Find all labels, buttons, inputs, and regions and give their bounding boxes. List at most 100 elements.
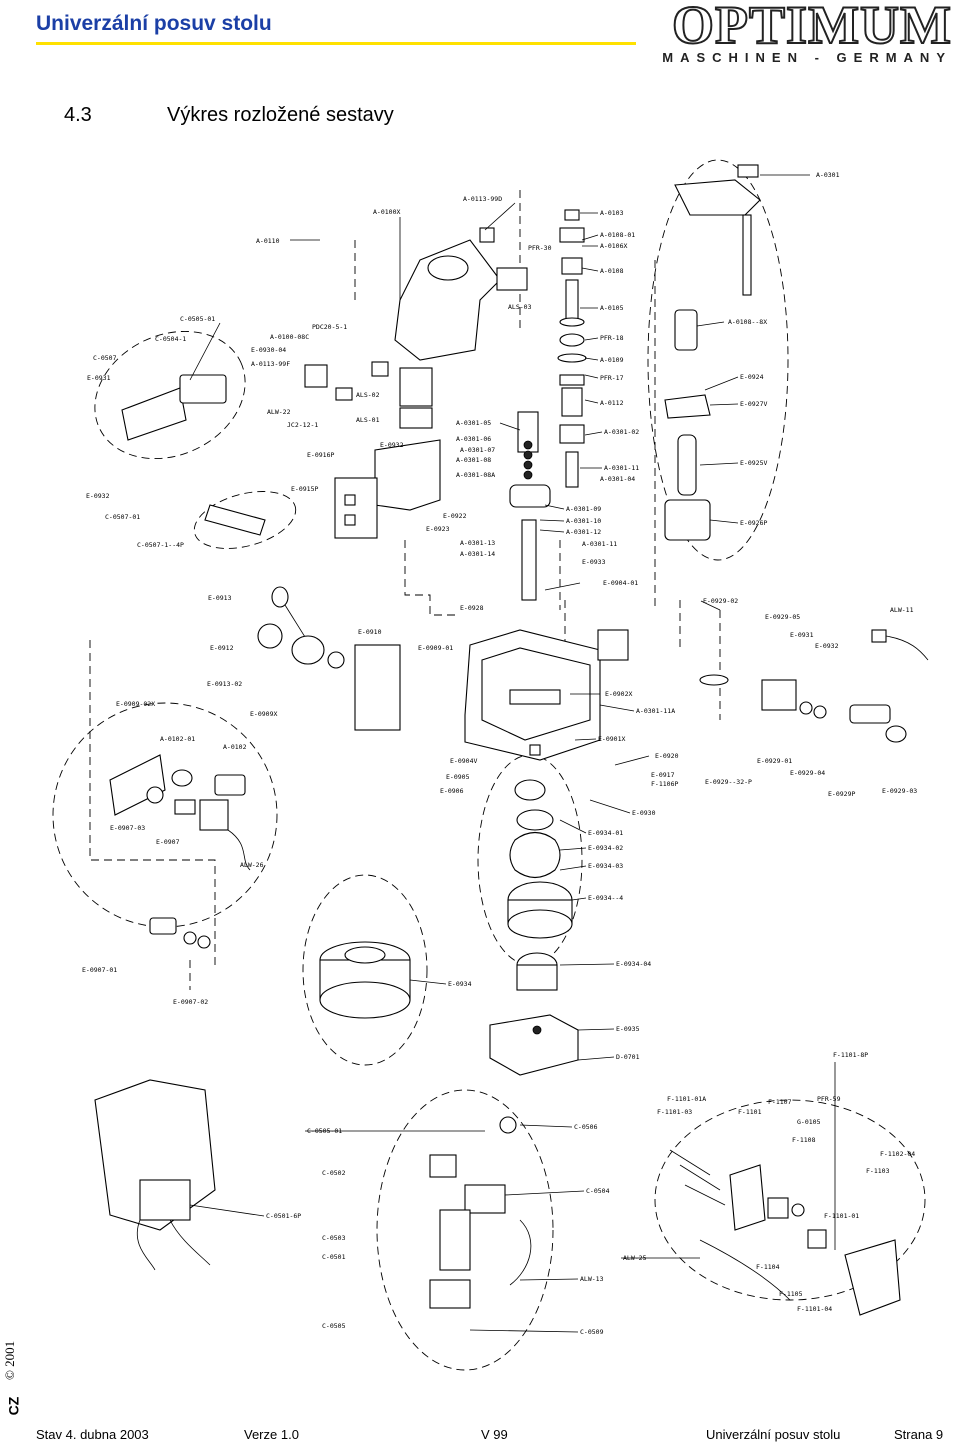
part-label: E-0927V (740, 400, 767, 408)
part-label: A-0301-07 (460, 446, 495, 454)
part-label: C-0504 (586, 1187, 610, 1195)
part-label: C-0501-6P (266, 1212, 301, 1220)
part-label: A-0112 (600, 399, 624, 407)
part-label: E-0929-03 (882, 787, 917, 795)
part-label: A-0102-01 (160, 735, 195, 743)
part-label: E-0932 (380, 441, 404, 449)
part-label: A-0109 (600, 356, 624, 364)
part-label: D-0701 (616, 1053, 640, 1061)
part-label: F-1107 (768, 1098, 792, 1106)
part-label: E-0916P (307, 451, 334, 459)
part-label: E-0907-01 (82, 966, 117, 974)
language-badge: CZ (5, 1396, 22, 1416)
part-label: C-0504-1 (155, 335, 186, 343)
part-label: E-0907-02 (173, 998, 208, 1006)
detail-ellipse-switchbox (376, 1089, 554, 1371)
part-label: E-0926P (740, 519, 767, 527)
gear-detail (319, 941, 411, 1019)
part-label: E-0931 (790, 631, 814, 639)
part-label: F-1101-01A (667, 1095, 706, 1103)
part-label: E-0931 (87, 374, 111, 382)
part-label: ALW-22 (267, 408, 291, 416)
guide-lines (89, 190, 721, 990)
section-title: Výkres rozložené sestavy (167, 104, 394, 126)
part-label: A-0301-05 (456, 419, 491, 427)
part-label: E-0907 (156, 838, 180, 846)
part-label: E-0912 (210, 644, 234, 652)
part-label: ALW-13 (580, 1275, 604, 1283)
part-label: A-0108--8X (728, 318, 767, 326)
part-label: E-0930-04 (251, 346, 286, 354)
head-housing (394, 227, 528, 361)
part-label: A-0301-11A (636, 707, 675, 715)
brand-logo: OPTIMUM MASCHINEN - GERMANY (662, 0, 952, 65)
leader-lines (189, 174, 836, 1333)
gearbox-housing (464, 629, 601, 761)
part-label: F-1101-01 (824, 1212, 859, 1220)
part-label: F-1101 (738, 1108, 762, 1116)
detail-ellipse-gear (302, 874, 428, 1066)
part-label: E-0928 (460, 604, 484, 612)
part-label: A-0103 (600, 209, 624, 217)
part-label: F-1102-04 (880, 1150, 915, 1158)
part-label: ALW-26 (240, 861, 264, 869)
part-label: F-1105 (779, 1290, 803, 1298)
bracket-detail (669, 1149, 901, 1316)
part-label: E-0923 (426, 525, 450, 533)
part-label: A-0106X (600, 242, 627, 250)
part-label: E-0930 (632, 809, 656, 817)
part-label: E-0929-04 (790, 769, 825, 777)
part-label: C-0509 (580, 1328, 604, 1336)
part-label: E-0929-05 (765, 613, 800, 621)
part-label: A-0110 (256, 237, 280, 245)
part-label: PFR-59 (817, 1095, 841, 1103)
part-label: A-0100X (373, 208, 400, 216)
part-label: A-0301-11 (582, 540, 617, 548)
part-label: E-0910 (358, 628, 382, 636)
part-label: A-0301-10 (566, 517, 601, 525)
part-label: C-0502 (322, 1169, 346, 1177)
logo-wordmark: OPTIMUM (671, 0, 952, 55)
header-rule (36, 42, 636, 45)
part-label: A-0113-99D (463, 195, 502, 203)
part-label: E-0907-03 (110, 824, 145, 832)
part-label: E-0901X (598, 735, 625, 743)
part-label: F-1108 (792, 1136, 816, 1144)
part-label: E-0917 (651, 771, 675, 779)
part-label: JC2-12-1 (287, 421, 318, 429)
part-label: E-0935 (616, 1025, 640, 1033)
coupling-stack (489, 779, 579, 1076)
part-label: A-0301-02 (604, 428, 639, 436)
part-label: E-0913-02 (207, 680, 242, 688)
detail-ellipse-switch-top (94, 330, 246, 460)
part-label: E-0934--4 (588, 894, 623, 902)
part-label: F-1101-8P (833, 1051, 868, 1059)
part-label: C-0503 (322, 1234, 346, 1242)
lever-assembly (257, 586, 401, 731)
part-label: E-0905 (446, 773, 470, 781)
part-label: E-0909-02X (116, 700, 155, 708)
part-label: PFR-17 (600, 374, 624, 382)
footer-code: V 99 (481, 1427, 508, 1442)
detail-ellipse-lever (193, 491, 297, 549)
part-label: G-0105 (797, 1118, 821, 1126)
top-switch (121, 361, 389, 441)
part-label: PDC20-5-1 (312, 323, 347, 331)
part-label: F-1106P (651, 780, 678, 788)
part-label: E-0902X (605, 690, 632, 698)
part-label: ALW-11 (890, 606, 914, 614)
feed-motor-assembly (664, 164, 761, 541)
part-label: E-0909X (250, 710, 277, 718)
footer-product: Univerzální posuv stolu (706, 1427, 841, 1442)
part-label: E-0929P (828, 790, 855, 798)
part-label: E-0904-01 (603, 579, 638, 587)
part-label: F-1101-03 (657, 1108, 692, 1116)
part-label: F-1101-04 (797, 1305, 832, 1313)
part-label: E-0934-04 (616, 960, 651, 968)
part-label: E-0929--32-P (705, 778, 752, 786)
part-label: A-0301-08 (456, 456, 491, 464)
part-label: E-0924 (740, 373, 764, 381)
part-label: E-0933 (582, 558, 606, 566)
part-label: A-0301-13 (460, 539, 495, 547)
part-label: E-0904V (450, 757, 477, 765)
